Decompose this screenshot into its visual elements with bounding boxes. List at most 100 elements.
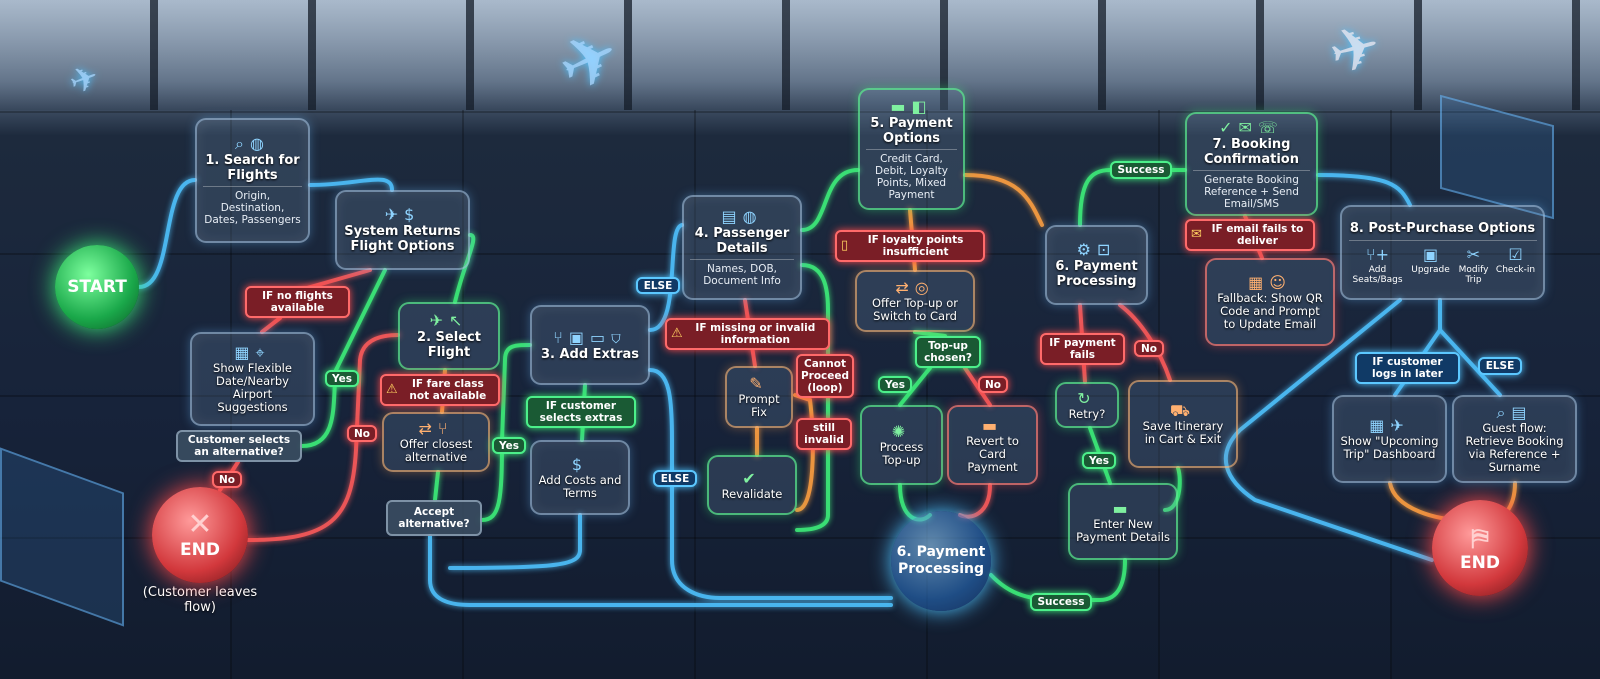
- step-guest-flow[interactable]: ⌕▤Guest flow: Retrieve Booking via Refer…: [1452, 395, 1577, 483]
- seat-icon: ⑂: [437, 419, 454, 438]
- step-offer-closest[interactable]: ⇄⑂Offer closest alternative: [382, 412, 490, 472]
- shield-icon: ⛉: [611, 327, 627, 347]
- condition-accept-alt: Accept alternative?: [386, 500, 482, 536]
- process-topup-title: Process Top-up: [879, 440, 924, 467]
- sms-icon: ☏: [1257, 117, 1284, 137]
- end-right-terminal[interactable]: ⛿END: [1432, 500, 1528, 596]
- mail-icon: ✉: [1238, 117, 1258, 137]
- step-system-returns[interactable]: ✈$System Returns Flight Options: [335, 190, 470, 270]
- post-purchase-title: 8. Post-Purchase Options: [1349, 220, 1536, 236]
- calendar-plane-icon: ▦✈: [1369, 416, 1410, 435]
- step-select-flight[interactable]: ✈↖2. Select Flight: [398, 302, 500, 370]
- no-flights-text: IF no flights available: [262, 290, 333, 314]
- step-prompt-fix[interactable]: ✎Prompt Fix: [725, 366, 793, 428]
- post-purchase-options: ⑂+Add Seats/Bags▣Upgrade✂Modify Trip☑Che…: [1348, 239, 1537, 285]
- check-icon: ✔: [742, 468, 762, 488]
- step-revert-card[interactable]: ▬Revert to Card Payment: [947, 405, 1038, 485]
- bag-icon: ▣: [568, 327, 590, 347]
- user-icon: ☺: [1269, 272, 1292, 292]
- step-upcoming-trip[interactable]: ▦✈Show "Upcoming Trip" Dashboard: [1332, 395, 1447, 483]
- condition-no-3: No: [978, 376, 1008, 393]
- option-label: Upgrade: [1411, 264, 1450, 275]
- step-payment-processing[interactable]: ⚙⊡6. Payment Processing: [1045, 225, 1148, 305]
- connector-success-green: [433, 470, 440, 502]
- end-left-terminal[interactable]: ✕END: [152, 487, 248, 583]
- connector-warning-orange: [963, 173, 1044, 227]
- condition-cannot-proceed: Cannot Proceed (loop): [796, 354, 854, 398]
- offer-closest-title: Offer closest alternative: [399, 437, 473, 464]
- condition-success-1: Success: [1110, 161, 1172, 179]
- step-retry[interactable]: ↻Retry?: [1055, 382, 1119, 428]
- else-3-text: ELSE: [1485, 360, 1515, 372]
- search-icons: ⌕◍: [235, 135, 270, 153]
- payment-hub-terminal[interactable]: 6. Payment Processing: [891, 511, 991, 611]
- end-right-label: END: [1460, 553, 1500, 573]
- offer-topup-title: Offer Top-up or Switch to Card: [872, 296, 958, 323]
- fare-class-text: IF fare class not available: [409, 378, 487, 402]
- fallback-title: Fallback: Show QR Code and Prompt to Upd…: [1217, 290, 1323, 331]
- offer-topup-icons: ⇄◎: [895, 279, 934, 297]
- end-left-caption: (Customer leaves flow): [142, 585, 258, 615]
- start-terminal[interactable]: START: [55, 245, 139, 329]
- search-subtitle: Origin, Destination, Dates, Passengers: [203, 186, 302, 226]
- accept-alt-text: Accept alternative?: [398, 506, 470, 530]
- add-costs-title: Add Costs and Terms: [538, 472, 622, 500]
- document-icon: ▤: [1511, 403, 1533, 422]
- passenger-subtitle: Names, DOB, Document Info: [690, 259, 794, 287]
- condition-no-1: No: [212, 471, 242, 488]
- connector-success-green: [453, 233, 476, 304]
- step-revalidate[interactable]: ✔Revalidate: [707, 455, 797, 515]
- step-offer-topup[interactable]: ⇄◎Offer Top-up or Switch to Card: [855, 270, 975, 332]
- connector-error-red: [246, 333, 400, 542]
- credit-card-icon: ▬: [1112, 498, 1134, 518]
- step-process-topup[interactable]: ✺Process Top-up: [860, 405, 943, 485]
- globe-icon: ◍: [250, 134, 270, 153]
- connector-flow-blue: [1316, 173, 1412, 207]
- no-4-text: No: [1140, 342, 1157, 355]
- condition-email-fails: ✉IF email fails to deliver: [1185, 219, 1315, 251]
- step-fallback[interactable]: ▦☺Fallback: Show QR Code and Prompt to U…: [1205, 258, 1335, 346]
- guest-flow-icons: ⌕▤: [1496, 404, 1532, 422]
- customer-selects-alt-text: Customer selects an alternative?: [187, 434, 291, 458]
- search-icon: ⌕: [235, 134, 250, 153]
- select-flight-title: 2. Select Flight: [417, 330, 481, 360]
- option-upgrade[interactable]: ▣Upgrade: [1409, 245, 1453, 285]
- step-flexible[interactable]: ▦⌖Show Flexible Date/Nearby Airport Sugg…: [190, 332, 315, 426]
- condition-success-2: Success: [1030, 593, 1092, 611]
- step-post-purchase[interactable]: 8. Post-Purchase Options ⑂+Add Seats/Bags…: [1340, 205, 1545, 300]
- seat-plus-icon: ⑂+: [1365, 244, 1389, 264]
- retry-title: Retry?: [1068, 406, 1106, 421]
- step-add-costs[interactable]: $Add Costs and Terms: [530, 440, 630, 515]
- connector-success-green: [800, 168, 860, 232]
- guest-flow-title: Guest flow: Retrieve Booking via Referen…: [1465, 421, 1564, 474]
- connector-flow-blue: [308, 177, 394, 192]
- condition-topup-chosen: Top-up chosen?: [915, 336, 981, 368]
- condition-else-2: ELSE: [653, 470, 697, 487]
- mail-error-icon: ✉: [1191, 227, 1202, 242]
- seat-icon: ⑂: [553, 327, 569, 347]
- topup-chosen-text: Top-up chosen?: [924, 340, 972, 364]
- end-left-label: END: [180, 540, 220, 560]
- step-add-extras[interactable]: ⑂▣▭⛉3. Add Extras: [530, 305, 650, 385]
- condition-missing-info: ⚠IF missing or invalid information: [665, 318, 830, 350]
- step-save-itinerary[interactable]: ⛟Save Itinerary in Cart & Exit: [1128, 380, 1238, 468]
- process-topup-icons: ✺: [892, 423, 911, 441]
- upcoming-trip-icons: ▦✈: [1369, 417, 1410, 435]
- option-modify-trip[interactable]: ✂Modify Trip: [1455, 245, 1493, 285]
- payment-options-icons: ▬◧: [890, 97, 932, 116]
- connector-warning-orange: [793, 393, 815, 512]
- step-enter-payment[interactable]: ▬Enter New Payment Details: [1068, 483, 1178, 560]
- qr-code-icon: ▦: [1248, 272, 1270, 292]
- system-returns-title: System Returns Flight Options: [344, 224, 461, 254]
- fallback-icons: ▦☺: [1248, 272, 1292, 292]
- start-label: START: [67, 277, 127, 297]
- condition-no-2: No: [347, 425, 377, 442]
- option-add-seats-bags[interactable]: ⑂+Add Seats/Bags: [1349, 245, 1407, 285]
- option-check-in[interactable]: ☑Check-in: [1495, 245, 1537, 285]
- condition-no-flights: IF no flights available: [245, 286, 350, 318]
- add-extras-icons: ⑂▣▭⛉: [553, 327, 627, 347]
